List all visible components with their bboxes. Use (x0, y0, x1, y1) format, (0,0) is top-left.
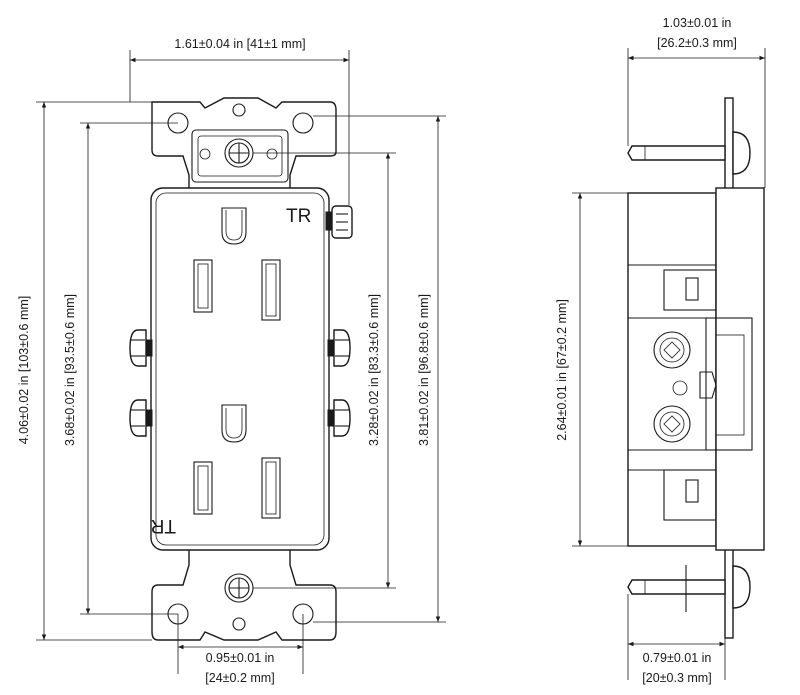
upper-outlet (193, 207, 281, 321)
top-mounting-strap (151, 97, 337, 191)
top-mount-screw (224, 138, 254, 168)
dim-height-yoke: 3.81±0.02 in [96.8±0.6 mm] (313, 115, 446, 623)
ground-screw (325, 205, 353, 239)
dim-top-width-label: 1.61±0.04 in [41±1 mm] (174, 37, 305, 51)
bottom-mount-screw (224, 573, 254, 603)
bottom-mounting-strap (151, 547, 337, 641)
dim-depth-body-line1: 0.79±0.01 in (643, 651, 712, 665)
side-terminal-screw-upper (653, 331, 691, 369)
dim-body-height: 2.64±0.01 in [67±0.2 mm] (555, 192, 628, 547)
side-top-screw (627, 131, 751, 175)
side-view: 1.03±0.01 in [26.2±0.3 mm] 2.64±0.01 in … (555, 16, 766, 685)
dim-depth-body-line2: [20±0.3 mm] (642, 671, 711, 685)
dim-height-screws: 3.28±0.02 in [83.3±0.6 mm] (253, 152, 396, 589)
dim-height-holes: 3.68±0.02 in [93.5±0.6 mm] (63, 122, 178, 615)
tr-marking-top: TR (286, 206, 311, 227)
dim-depth-body: 0.79±0.01 in [20±0.3 mm] (627, 594, 726, 685)
dim-bottom-width: 0.95±0.01 in [24±0.2 mm] (177, 614, 304, 685)
front-view: TR TR (17, 37, 446, 685)
side-body (627, 187, 765, 551)
dim-height-holes-label: 3.68±0.02 in [93.5±0.6 mm] (63, 294, 77, 446)
side-bottom-screw (627, 565, 751, 612)
dim-height-screws-label: 3.28±0.02 in [83.3±0.6 mm] (367, 294, 381, 446)
dim-depth-overall-line1: 1.03±0.01 in (663, 16, 732, 30)
receptacle-face: TR TR (150, 187, 330, 551)
dim-bottom-width-line1: 0.95±0.01 in (206, 651, 275, 665)
dim-bottom-width-line2: [24±0.2 mm] (205, 671, 274, 685)
lower-outlet (193, 404, 281, 519)
terminal-screws-right (327, 329, 351, 437)
dim-depth-overall: 1.03±0.01 in [26.2±0.3 mm] (627, 16, 766, 188)
dim-depth-overall-line2: [26.2±0.3 mm] (657, 36, 737, 50)
dim-height-yoke-label: 3.81±0.02 in [96.8±0.6 mm] (417, 294, 431, 446)
side-terminal-screw-lower (653, 405, 691, 443)
terminal-screws-left (129, 329, 153, 437)
dim-height-overall: 4.06±0.02 in [103±0.6 mm] (17, 101, 152, 641)
tr-marking-bottom: TR (151, 515, 176, 536)
dim-body-height-label: 2.64±0.01 in [67±0.2 mm] (555, 299, 569, 441)
dim-height-overall-label: 4.06±0.02 in [103±0.6 mm] (17, 296, 31, 445)
dim-top-width: 1.61±0.04 in [41±1 mm] (129, 37, 350, 205)
